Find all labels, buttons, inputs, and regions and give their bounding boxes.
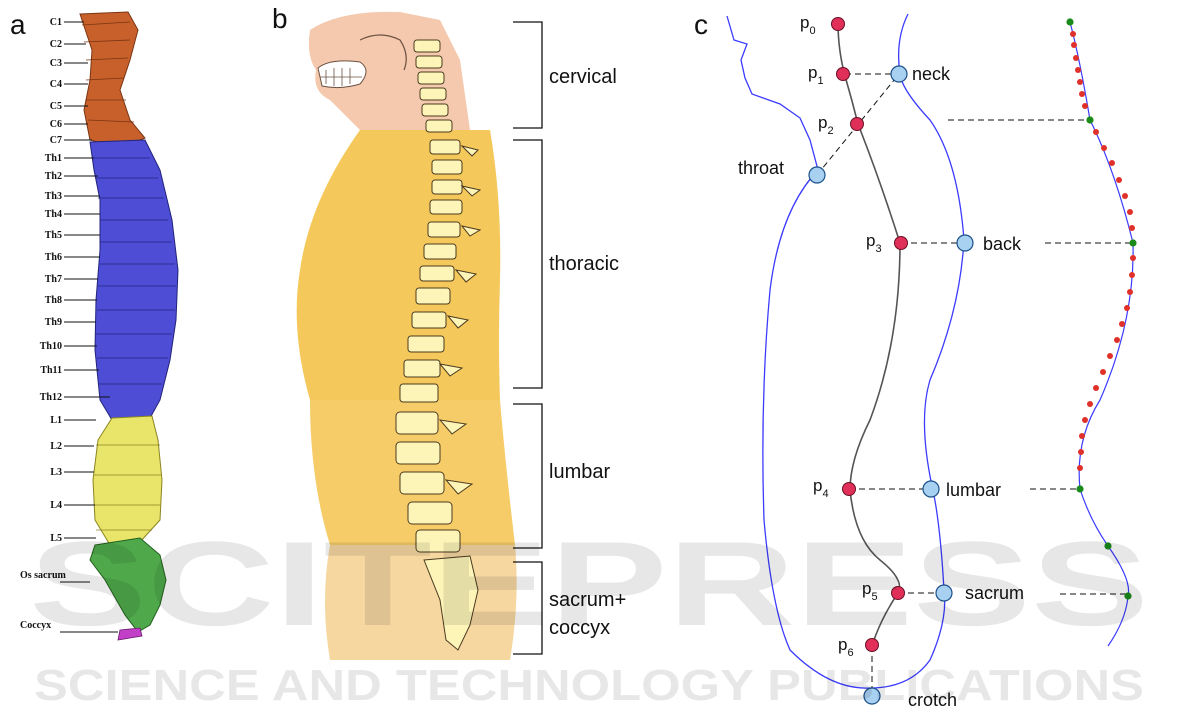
- sample-point: [1070, 31, 1076, 37]
- sample-point: [1079, 433, 1085, 439]
- sample-point: [1109, 160, 1115, 166]
- region-label-thoracic: thoracic: [549, 253, 619, 275]
- vertebra-label: Th5: [45, 230, 62, 241]
- landmark-label-throat: throat: [738, 158, 784, 178]
- vertebra-label: C1: [50, 17, 62, 28]
- sample-point: [1107, 353, 1113, 359]
- spine-point-p4: [843, 483, 856, 496]
- sample-point: [1077, 79, 1083, 85]
- sample-point: [1130, 255, 1136, 261]
- panel-b-letter: b: [272, 3, 288, 34]
- sample-point: [1073, 55, 1079, 61]
- vertebra-label: Th7: [45, 274, 62, 285]
- landmark-throat-point: [809, 167, 825, 183]
- node-point: [1129, 239, 1136, 246]
- panel-c-letter: c: [694, 9, 708, 40]
- vertebra-label: L4: [50, 500, 62, 511]
- landmark-label-back: back: [983, 234, 1022, 254]
- label-p2: p2: [818, 113, 834, 137]
- vertebra-label: C7: [50, 135, 62, 146]
- vertebra-label: Th10: [40, 341, 62, 352]
- vertebra-label: Th6: [45, 252, 62, 263]
- node-point: [1076, 485, 1083, 492]
- landmark-label-lumbar: lumbar: [946, 480, 1001, 500]
- sample-point: [1100, 369, 1106, 375]
- watermark-subtitle: SCIENCE AND TECHNOLOGY PUBLICATIONS: [34, 661, 1144, 709]
- node-point: [1086, 116, 1093, 123]
- vertebra-label: Th9: [45, 317, 62, 328]
- watermark-title: SCITEPRESS: [29, 517, 1149, 651]
- sample-point: [1127, 289, 1133, 295]
- label-p0: p0: [800, 13, 816, 37]
- spine-point-p3: [895, 237, 908, 250]
- sample-point: [1078, 449, 1084, 455]
- vertebra-label: Th11: [40, 365, 62, 376]
- sample-point: [1124, 305, 1130, 311]
- sample-point: [1129, 225, 1135, 231]
- node-point: [1066, 18, 1073, 25]
- vertebra-label: C6: [50, 119, 62, 130]
- landmark-lumbar-point: [923, 481, 939, 497]
- sample-point: [1127, 209, 1133, 215]
- vertebra-label: C5: [50, 101, 62, 112]
- sample-point: [1082, 103, 1088, 109]
- vertebra-label: Th2: [45, 171, 62, 182]
- vertebra-label: Th4: [45, 209, 62, 220]
- panel-a-letter: a: [10, 9, 26, 40]
- vertebra-label: L1: [50, 415, 62, 426]
- landmark-label-neck: neck: [912, 64, 951, 84]
- vertebra-label: Th1: [45, 153, 62, 164]
- region-label-cervical: cervical: [549, 66, 617, 88]
- vertebra-label: C2: [50, 39, 62, 50]
- sample-point: [1122, 193, 1128, 199]
- vertebra-label: L2: [50, 441, 62, 452]
- sample-point: [1114, 337, 1120, 343]
- sample-point: [1093, 385, 1099, 391]
- vertebra-label: Th12: [40, 392, 62, 403]
- sample-point: [1079, 91, 1085, 97]
- right-curve-points: [1066, 18, 1136, 599]
- sample-point: [1075, 67, 1081, 73]
- sample-point: [1071, 42, 1077, 48]
- sample-point: [1077, 465, 1083, 471]
- vertebra-label: C4: [50, 79, 62, 90]
- label-p1: p1: [808, 63, 824, 87]
- spine-point-p0: [832, 18, 845, 31]
- landmark-neck-point: [891, 66, 907, 82]
- spine-point-p2: [851, 118, 864, 131]
- sample-point: [1082, 417, 1088, 423]
- label-p3: p3: [866, 231, 882, 255]
- spine-point-p1: [837, 68, 850, 81]
- vertebra-label: L3: [50, 467, 62, 478]
- sample-point: [1119, 321, 1125, 327]
- sample-point: [1093, 129, 1099, 135]
- vertebra-label: C3: [50, 58, 62, 69]
- sample-point: [1087, 401, 1093, 407]
- landmark-back-point: [957, 235, 973, 251]
- vertebra-label: Th3: [45, 191, 62, 202]
- vertebra-label: Th8: [45, 295, 62, 306]
- label-p4: p4: [813, 476, 829, 500]
- sample-point: [1116, 177, 1122, 183]
- sample-point: [1101, 145, 1107, 151]
- sample-point: [1129, 272, 1135, 278]
- region-label-lumbar: lumbar: [549, 461, 610, 483]
